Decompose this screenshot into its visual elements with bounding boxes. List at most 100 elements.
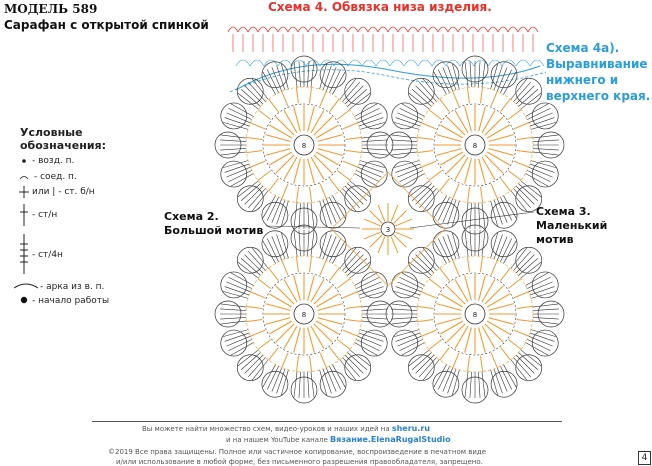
stitch-mark	[325, 367, 337, 392]
stitch-mark	[422, 359, 440, 381]
stitch-mark	[244, 354, 264, 374]
edging-scallop	[307, 26, 319, 33]
stitch-mark	[317, 148, 343, 156]
edging-scallop	[397, 26, 409, 33]
edging-scallop	[319, 59, 335, 67]
petal-arch	[360, 102, 388, 130]
stitch-mark	[442, 198, 454, 223]
stitch-mark	[391, 303, 418, 308]
stitch-mark	[283, 110, 298, 134]
stitch-mark	[228, 276, 252, 289]
stitch-mark	[500, 197, 513, 221]
stitch-mark	[310, 279, 325, 303]
petal-arch	[360, 160, 388, 188]
stitch-mark	[329, 267, 340, 281]
stitch-mark	[230, 272, 254, 286]
stitch-mark	[399, 107, 423, 120]
edging-scallop	[487, 59, 503, 67]
start-dot-icon	[20, 296, 28, 304]
stitch-mark	[391, 139, 418, 142]
stitch-mark	[361, 134, 388, 139]
stitch-mark	[244, 185, 264, 205]
stitch-mark	[440, 320, 464, 335]
stitch-mark	[439, 178, 450, 192]
stitch-mark	[310, 202, 315, 229]
stitch-mark	[493, 65, 503, 91]
petal-arch	[261, 370, 289, 398]
stitch-mark	[293, 371, 298, 398]
stitch-mark	[266, 238, 279, 262]
stitch-mark	[480, 355, 484, 372]
petal-arch	[344, 185, 372, 213]
small-motif-frame	[330, 171, 446, 287]
stitch-mark	[319, 369, 327, 395]
stitch-mark	[393, 234, 407, 248]
stitch-mark	[390, 236, 399, 254]
stitch-mark	[220, 148, 247, 151]
petal-arch	[391, 102, 419, 130]
stitch-mark	[269, 151, 293, 166]
stitch-mark	[248, 81, 266, 102]
stitch-mark	[265, 317, 291, 325]
stitch-mark	[332, 240, 346, 264]
stitch-mark	[527, 170, 551, 183]
motif-number: 8	[302, 311, 306, 319]
stitch-mark	[513, 188, 531, 209]
stitch-mark	[394, 122, 420, 130]
stitch-mark	[281, 352, 289, 368]
edging-scallop	[247, 26, 259, 33]
stitch-mark	[315, 293, 339, 308]
edging-scallop	[277, 59, 293, 67]
legend-title-line: Условные	[20, 126, 83, 139]
stitch-mark	[358, 163, 384, 173]
copyright-text: ©2019 Все права защищены. Полное или час…	[108, 448, 487, 456]
stitch-mark	[369, 210, 383, 224]
stitch-mark	[281, 260, 289, 276]
stitch-mark	[454, 110, 469, 134]
stitch-mark	[283, 156, 298, 180]
stitch-mark	[230, 342, 254, 356]
stitch-mark	[224, 332, 250, 342]
stitch-mark	[510, 190, 528, 212]
stitch-mark	[532, 139, 559, 142]
stitch-mark	[349, 349, 371, 367]
chain-ring	[433, 103, 517, 187]
stitch-mark	[464, 61, 469, 88]
edging-scallop	[317, 26, 329, 33]
stitch-mark	[237, 92, 259, 110]
stitch-mark	[325, 236, 337, 261]
stitch-mark	[325, 67, 337, 92]
stitch-mark	[530, 329, 556, 337]
motif-number: 3	[386, 226, 390, 234]
stitch-mark	[307, 61, 310, 88]
edging-scallop	[487, 26, 499, 33]
youtube-link[interactable]: Вязание.ElenaRugalStudio	[330, 435, 451, 444]
stitch-mark	[488, 134, 514, 142]
site-link[interactable]: sheru.ru	[391, 424, 431, 433]
stitch-mark	[319, 352, 327, 368]
stitch-mark	[223, 160, 249, 168]
stitch-mark	[515, 85, 535, 105]
stitch-mark	[315, 151, 339, 166]
stitch-mark	[281, 233, 289, 259]
edging-scallop	[403, 59, 419, 67]
small-motif: 3	[265, 171, 535, 287]
stitch-mark	[446, 323, 466, 343]
scheme3-line: мотив	[536, 233, 574, 246]
stitch-mark	[419, 81, 437, 102]
stitch-mark	[332, 364, 346, 388]
stitch-mark	[419, 188, 437, 209]
petal-arch	[360, 329, 388, 357]
scheme4a-line: Выравнивание	[546, 57, 648, 71]
stitch-mark	[276, 368, 286, 394]
legend-item-chain: - возд. п.	[32, 156, 74, 166]
stitch-mark	[525, 173, 549, 187]
stitch-mark	[276, 65, 286, 91]
stitch-mark	[240, 352, 261, 370]
stitch-mark	[469, 230, 472, 257]
edging-scallop	[515, 59, 531, 67]
stitch-mark	[529, 286, 555, 296]
stitch-mark	[428, 109, 442, 120]
stitch-mark	[269, 320, 293, 335]
